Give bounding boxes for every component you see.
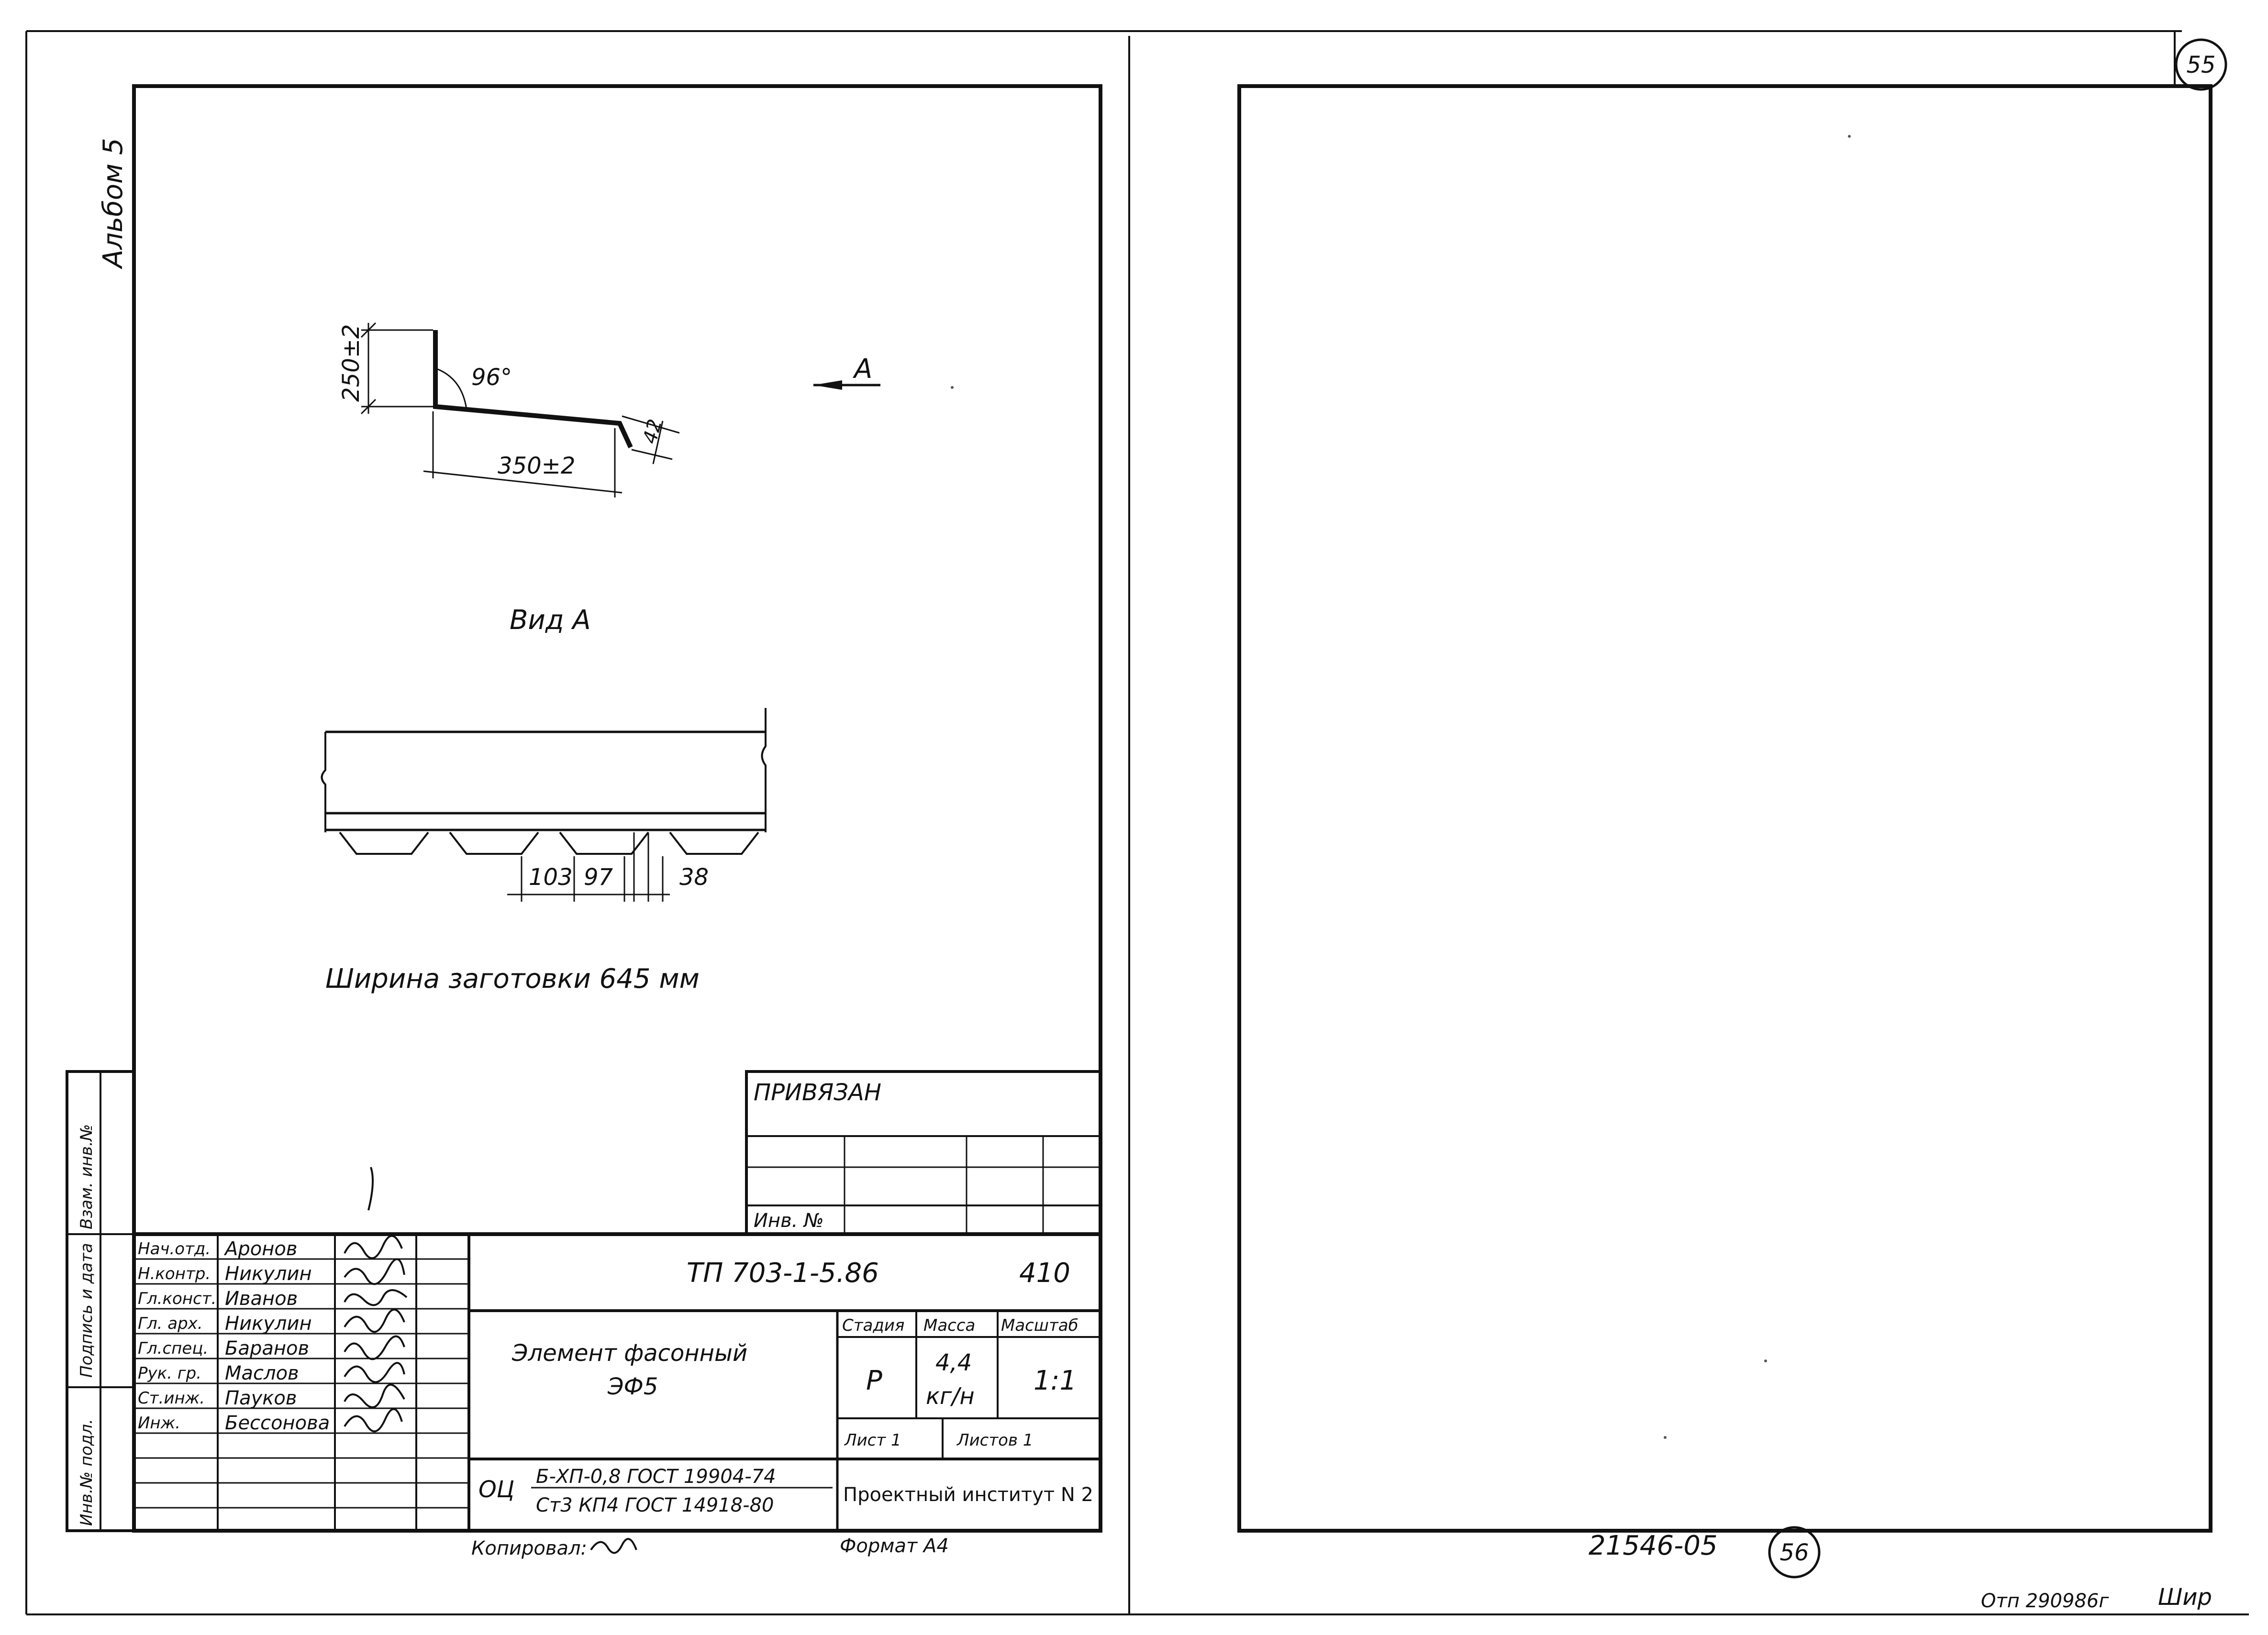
role-2: Гл.конст.	[138, 1289, 216, 1308]
element-name-1: Элемент фасонный	[511, 1340, 747, 1367]
material-line-2: Ст3 КП4 ГОСТ 14918-80	[536, 1494, 774, 1516]
bottom-note: Отп 290986г	[1981, 1590, 2109, 1612]
name-2: Иванов	[225, 1288, 298, 1310]
doc-sheet: 410	[1019, 1258, 1070, 1289]
pitch-dim-2: 97	[584, 864, 613, 891]
material-prefix: ОЦ	[478, 1476, 514, 1503]
scale-value: 1:1	[1034, 1365, 1077, 1396]
dim-length: 350±2	[498, 453, 575, 479]
mass-value-1: 4,4	[935, 1349, 972, 1376]
name-0: Аронов	[223, 1238, 297, 1260]
side-stamp-podpis: Подпись и дата	[77, 1243, 96, 1378]
role-3: Гл. арх.	[138, 1314, 203, 1333]
angle-label: 96°	[471, 364, 512, 391]
sheet-number-bottom: 56	[1768, 1526, 1821, 1579]
copied-by: Копировал:	[471, 1537, 587, 1559]
sheet-label: Лист 1	[844, 1431, 901, 1450]
album-label: Альбом 5	[98, 138, 129, 269]
element-name-2: ЭФ5	[607, 1373, 658, 1400]
people-list: Нач.отд. Аронов Н.контр. Никулин Гл.конс…	[138, 1238, 330, 1434]
pitch-dim-3: 38	[679, 864, 709, 891]
mass-label: Масса	[923, 1316, 975, 1335]
name-7: Бессонова	[225, 1412, 330, 1434]
role-1: Н.контр.	[138, 1264, 211, 1283]
material-line-1: Б-ХП-0,8 ГОСТ 19904-74	[536, 1466, 776, 1488]
stage-value: Р	[866, 1365, 882, 1396]
sheet-number-top-text: 55	[2186, 52, 2215, 78]
sheet-number-top: 55	[2175, 38, 2227, 91]
sheet-number-bottom-text: 56	[1779, 1539, 1809, 1566]
name-4: Баранов	[225, 1337, 309, 1359]
privyazan-inv: Инв. №	[754, 1210, 824, 1232]
copied-by-signature	[590, 1538, 637, 1554]
privyazan-title: ПРИВЯЗАН	[754, 1079, 881, 1106]
side-stamp-inv-podl: Инв.№ подл.	[77, 1419, 96, 1526]
title-block-grid	[132, 1232, 1102, 1533]
organization: Проектный институт N 2	[843, 1484, 1093, 1506]
scan-specks	[951, 135, 1851, 1439]
sheets-label: Листов 1	[956, 1431, 1033, 1450]
doc-code: ТП 703-1-5.86	[687, 1258, 879, 1289]
role-6: Ст.инж.	[138, 1389, 205, 1408]
signature-marks	[344, 1167, 408, 1433]
format-label: Формат А4	[840, 1535, 949, 1557]
role-0: Нач.отд.	[138, 1239, 211, 1259]
name-6: Пауков	[225, 1387, 297, 1409]
name-5: Маслов	[225, 1362, 299, 1384]
profile-section	[360, 322, 880, 497]
dim-height: 250±2	[338, 324, 365, 402]
archive-code: 21546-05	[1589, 1530, 1718, 1561]
name-1: Никулин	[225, 1263, 312, 1285]
name-3: Никулин	[225, 1313, 312, 1335]
blank-width-note: Ширина заготовки 645 мм	[325, 963, 700, 994]
role-7: Инж.	[138, 1414, 180, 1433]
sheet-borders	[25, 30, 2249, 1615]
side-stamp-vzam: Взам. инв.№	[77, 1124, 96, 1229]
role-4: Гл.спец.	[138, 1339, 208, 1358]
view-title: Вид А	[510, 605, 591, 636]
view-a-drawing	[321, 708, 767, 902]
bottom-signature: Шир	[2158, 1584, 2212, 1611]
scale-label: Масштаб	[1001, 1316, 1078, 1335]
mass-value-2: кг/н	[926, 1383, 975, 1410]
view-marker: А	[853, 354, 872, 385]
stage-label: Стадия	[842, 1316, 904, 1335]
pitch-dim-1: 103	[529, 864, 573, 891]
role-5: Рук. гр.	[138, 1364, 201, 1383]
